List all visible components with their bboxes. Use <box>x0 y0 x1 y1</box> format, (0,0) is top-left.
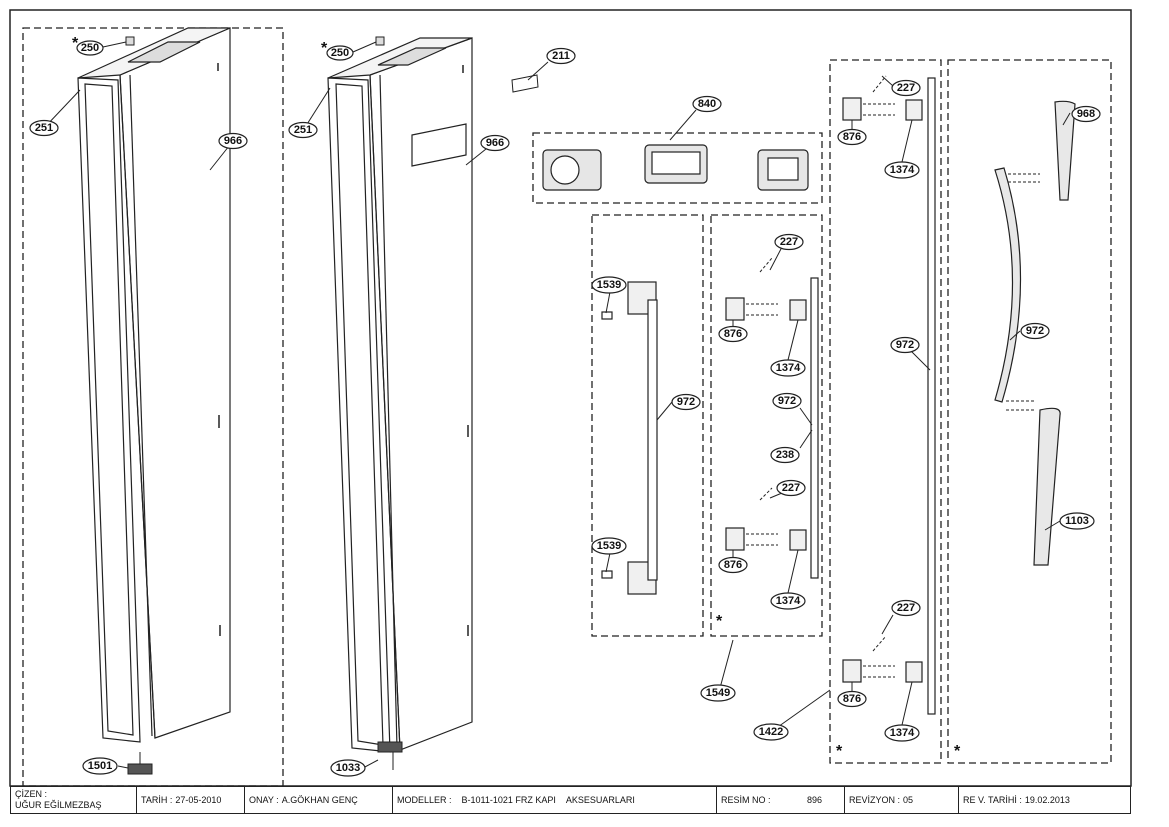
frame-handle-set-a <box>591 214 704 637</box>
part-label-227: 227 <box>780 236 798 248</box>
part-label-876: 876 <box>724 328 742 340</box>
drawn-by-cell: ÇİZEN : UĞUR EĞİLMEZBAŞ <box>11 787 137 813</box>
part-label-1103: 1103 <box>1065 515 1089 527</box>
part-label-227: 227 <box>897 602 915 614</box>
part-label-238: 238 <box>776 449 794 461</box>
revision-cell: REVİZYON : 05 <box>845 787 959 813</box>
handle-curved-set-d <box>994 100 1076 566</box>
door-left <box>77 27 231 743</box>
handle-bar-set-c <box>842 77 936 715</box>
handle-bar-set-a <box>601 281 658 595</box>
rev-date-label: RE V. TARİHİ : <box>963 795 1022 805</box>
part-label-1374: 1374 <box>776 362 801 374</box>
date-cell: TARİH : 27-05-2010 <box>137 787 245 813</box>
models-cell: MODELLER : B-1011-1021 FRZ KAPI AKSESUAR… <box>393 787 717 813</box>
part-label-972: 972 <box>677 396 695 408</box>
part-balloons <box>29 40 1101 777</box>
part-label-1422: 1422 <box>759 726 783 738</box>
part-label-1374: 1374 <box>890 727 915 739</box>
approval-value: A.GÖKHAN GENÇ <box>281 795 358 805</box>
part-label-972: 972 <box>778 395 796 407</box>
door-middle <box>327 37 473 753</box>
part-label-227: 227 <box>782 482 800 494</box>
date-label: TARİH : <box>141 795 173 805</box>
part-label-211: 211 <box>552 50 570 62</box>
title-block: ÇİZEN : UĞUR EĞİLMEZBAŞ TARİH : 27-05-20… <box>10 786 1131 814</box>
part-label-251: 251 <box>35 122 53 134</box>
approval-cell: ONAY : A.GÖKHAN GENÇ <box>245 787 393 813</box>
handle-bar-set-b <box>725 277 819 579</box>
asterisk-marker: * <box>836 743 843 760</box>
revision-label: REVİZYON : <box>849 795 901 805</box>
revision-value: 05 <box>903 795 914 805</box>
cap-250-left <box>125 36 135 46</box>
part-label-251: 251 <box>294 124 312 136</box>
part-label-1539: 1539 <box>597 540 621 552</box>
part-label-972: 972 <box>896 339 914 351</box>
part-label-840: 840 <box>698 98 716 110</box>
frame-handle-set-d <box>947 59 1112 764</box>
part-label-227: 227 <box>897 82 915 94</box>
models-value: B-1011-1021 FRZ KAPI <box>461 795 556 805</box>
part-label-1549: 1549 <box>706 687 730 699</box>
drawn-by-value: UĞUR EĞİLMEZBAŞ <box>15 800 102 810</box>
hinge-1501 <box>127 763 153 775</box>
part-label-876: 876 <box>843 131 861 143</box>
hinge-1033 <box>377 741 403 753</box>
handle-inserts-840 <box>542 144 809 191</box>
plate-211 <box>511 74 539 93</box>
part-label-250: 250 <box>81 42 99 54</box>
rev-date-value: 19.02.2013 <box>1024 795 1070 805</box>
asterisk-marker: * <box>321 40 328 57</box>
part-label-966: 966 <box>224 135 242 147</box>
models-label: MODELLER : <box>397 795 452 805</box>
part-label-1033: 1033 <box>336 762 360 774</box>
part-label-1539: 1539 <box>597 279 621 291</box>
part-label-972: 972 <box>1026 325 1044 337</box>
section-value: AKSESUARLARI <box>565 795 635 805</box>
date-value: 27-05-2010 <box>175 795 222 805</box>
part-label-968: 968 <box>1077 108 1095 120</box>
frame-handle-set-b <box>710 214 823 637</box>
drawing-no-cell: RESİM NO : 896 <box>717 787 845 813</box>
asterisk-marker: * <box>716 613 723 630</box>
cap-250-middle <box>375 36 385 46</box>
frame-handle-set-c <box>829 59 942 764</box>
part-label-1374: 1374 <box>890 164 915 176</box>
part-label-1374: 1374 <box>776 595 801 607</box>
asterisk-marker: * <box>954 743 961 760</box>
part-label-250: 250 <box>331 47 349 59</box>
part-label-1501: 1501 <box>88 760 112 772</box>
part-label-966: 966 <box>486 137 504 149</box>
drawn-by-label: ÇİZEN : <box>15 789 48 799</box>
asterisk-marker: * <box>72 35 79 52</box>
rev-date-cell: RE V. TARİHİ : 19.02.2013 <box>959 787 1130 813</box>
frame-handle-inserts <box>532 132 823 204</box>
drawing-no-label: RESİM NO : <box>721 795 771 805</box>
part-label-876: 876 <box>843 693 861 705</box>
approval-label: ONAY : <box>249 795 279 805</box>
part-label-876: 876 <box>724 559 742 571</box>
drawing-no-value: 896 <box>806 795 822 805</box>
